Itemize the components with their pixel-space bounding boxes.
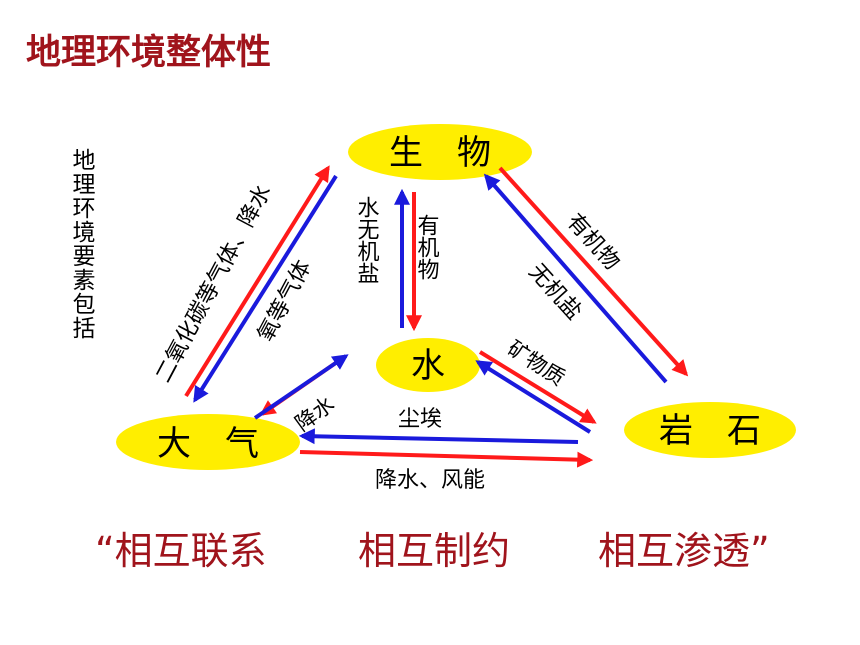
side-label: 地理环境要素包括 — [68, 148, 94, 340]
flow-label-atm-water: 降水 — [291, 392, 339, 436]
node-biology: 生 物 — [348, 124, 532, 180]
flow-label-water-bio: 水无机盐 — [354, 196, 380, 284]
arrow-bio-to-rock-red — [498, 166, 689, 377]
flow-label-bio-water: 有机物 — [414, 214, 440, 280]
flow-label-rock-bio: 无机盐 — [524, 259, 587, 325]
flow-label-atm-rock: 降水、风能 — [375, 468, 485, 493]
node-rock-label: 岩 石 — [659, 411, 761, 451]
node-atmosphere-shape — [116, 414, 300, 470]
bottom-phrase-1: “相互联系 — [95, 529, 267, 573]
node-atmosphere-label: 大 气 — [157, 424, 259, 464]
arrow-rock-to-atm-blue — [298, 428, 579, 445]
arrow-atm-to-bio-red — [184, 165, 330, 398]
arrow-water-to-rock-red — [478, 350, 597, 424]
node-water-label: 水 — [411, 346, 445, 386]
arrow-rock-to-bio-blue — [483, 173, 668, 384]
node-rock: 岩 石 — [624, 402, 796, 458]
bottom-phrase-3: 相互渗透” — [598, 529, 770, 573]
bottom-phrase-2: 相互制约 — [358, 529, 511, 573]
node-biology-shape — [348, 124, 532, 180]
arrow-atm-to-water-blue — [253, 354, 349, 420]
node-water: 水 — [376, 338, 480, 392]
node-atmosphere: 大 气 — [116, 414, 300, 470]
flow-label-rock-atm: 尘埃 — [398, 407, 442, 432]
flow-label-bio-rock: 有机物 — [562, 209, 625, 275]
arrow-atm-to-rock-red — [299, 450, 594, 468]
arrow-rock-to-water-blue — [475, 360, 592, 434]
node-biology-label: 生 物 — [389, 133, 491, 173]
page-title: 地理环境整体性 — [26, 33, 272, 73]
node-rock-shape — [624, 402, 796, 458]
arrow-bio-to-atm-blue — [193, 174, 338, 403]
node-water-shape — [376, 338, 480, 392]
